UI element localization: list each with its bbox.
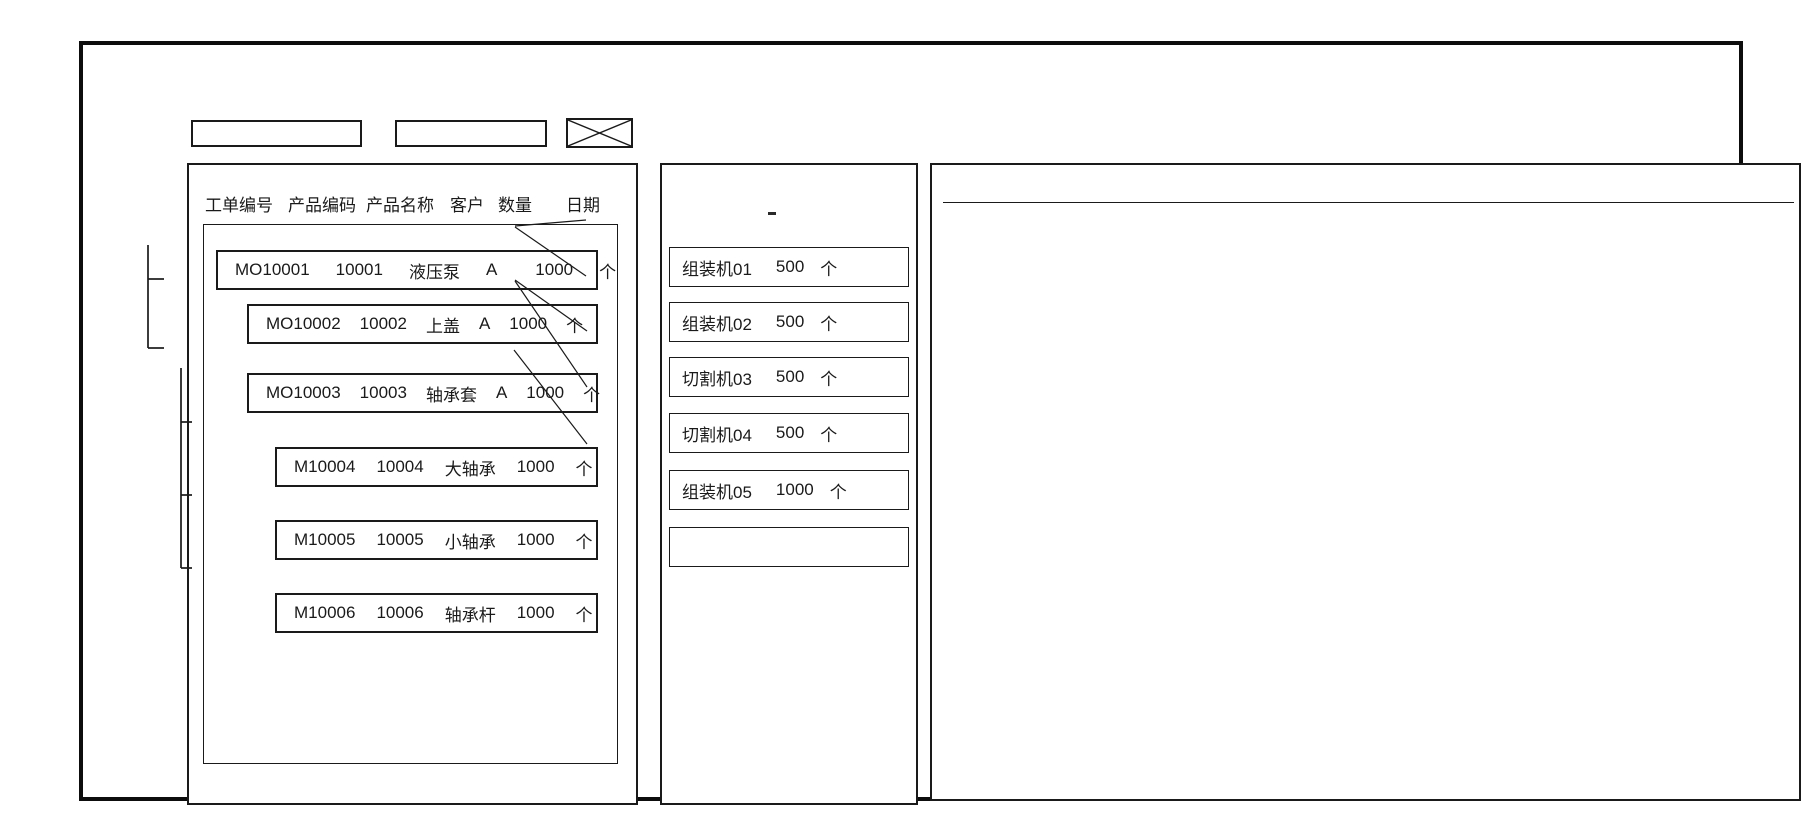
detail-panel-header-divider [943, 202, 1794, 203]
product-name: 小轴承 [444, 532, 496, 552]
unit: 个 [820, 425, 838, 445]
product-name: 轴承套 [425, 385, 477, 405]
machine-name: 切割机04 [682, 425, 752, 445]
wo-number: M10006 [294, 603, 356, 622]
work-order-row-mo10001[interactable]: MO10001 10001 液压泵 A 1000 个 [216, 250, 616, 290]
machine-name: 组装机05 [682, 482, 752, 502]
quantity: 1000 [526, 383, 565, 402]
machine-box-empty[interactable] [669, 527, 909, 567]
quantity: 1000 [516, 457, 555, 476]
column-product-name: 产品名称 [366, 195, 434, 215]
work-order-row-m10004[interactable]: M10004 10004 大轴承 1000 个 [275, 447, 598, 487]
column-customer: 客户 [450, 195, 484, 215]
unit: 个 [599, 262, 617, 282]
machine-name: 切割机03 [682, 369, 752, 389]
machine-box-03[interactable]: 切割机03 500 个 [669, 357, 909, 397]
quantity: 1000 [535, 260, 574, 279]
work-order-row-mo10003[interactable]: MO10003 10003 轴承套 A 1000 个 [247, 373, 601, 413]
machine-qty: 500 [775, 257, 805, 276]
unit: 个 [820, 314, 838, 334]
work-order-row-m10005[interactable]: M10005 10005 小轴承 1000 个 [275, 520, 598, 560]
customer: A [478, 314, 491, 333]
quantity: 1000 [516, 603, 555, 622]
unit: 个 [583, 385, 601, 405]
unit: 个 [829, 482, 847, 502]
work-order-row-m10006[interactable]: M10006 10006 轴承杆 1000 个 [275, 593, 598, 633]
wo-number: MO10001 [235, 260, 310, 279]
machine-box-04[interactable]: 切割机04 500 个 [669, 413, 909, 453]
machine-box-02[interactable]: 组装机02 500 个 [669, 302, 909, 342]
product-code: 10003 [359, 383, 407, 402]
unit: 个 [575, 459, 593, 479]
wo-number: M10004 [294, 457, 356, 476]
product-code: 10005 [376, 530, 424, 549]
product-name: 轴承杆 [444, 605, 496, 625]
machine-qty: 500 [775, 312, 805, 331]
machine-name: 组装机01 [682, 259, 752, 279]
toolbar-input-1[interactable] [191, 120, 362, 147]
detail-panel [930, 163, 1801, 801]
column-qty: 数量 [498, 195, 532, 215]
wo-number: MO10002 [266, 314, 341, 333]
column-product-code: 产品编码 [288, 195, 356, 215]
customer: A [495, 383, 508, 402]
unit: 个 [820, 259, 838, 279]
close-button[interactable] [566, 118, 633, 148]
unit: 个 [575, 532, 593, 552]
machine-name: 组装机02 [682, 314, 752, 334]
machine-qty: 500 [775, 367, 805, 386]
work-order-row-mo10002[interactable]: MO10002 10002 上盖 A 1000 个 [247, 304, 598, 344]
column-wo-number: 工单编号 [205, 195, 273, 215]
product-code: 10001 [335, 260, 383, 279]
quantity: 1000 [516, 530, 555, 549]
x-cross-icon [568, 120, 631, 146]
wo-number: M10005 [294, 530, 356, 549]
machine-qty: 500 [775, 423, 805, 442]
machine-box-01[interactable]: 组装机01 500 个 [669, 247, 909, 287]
unit: 个 [566, 316, 584, 336]
unit: 个 [820, 369, 838, 389]
machine-qty: 1000 [775, 480, 814, 499]
product-code: 10002 [359, 314, 407, 333]
column-header-row: 工单编号 产品编码 产品名称 客户 数量 日期 [205, 192, 625, 215]
product-code: 10006 [376, 603, 424, 622]
wo-number: MO10003 [266, 383, 341, 402]
product-name: 上盖 [425, 316, 460, 336]
dash-mark [768, 212, 776, 215]
column-date: 日期 [566, 195, 600, 215]
product-name: 大轴承 [444, 459, 496, 479]
unit: 个 [575, 605, 593, 625]
quantity: 1000 [509, 314, 548, 333]
toolbar-input-2[interactable] [395, 120, 547, 147]
customer: A [485, 260, 498, 279]
machine-box-05[interactable]: 组装机05 1000 个 [669, 470, 909, 510]
window-frame: 工单编号 产品编码 产品名称 客户 数量 日期 MO10001 10001 液压… [79, 41, 1801, 805]
product-name: 液压泵 [408, 262, 460, 282]
product-code: 10004 [376, 457, 424, 476]
